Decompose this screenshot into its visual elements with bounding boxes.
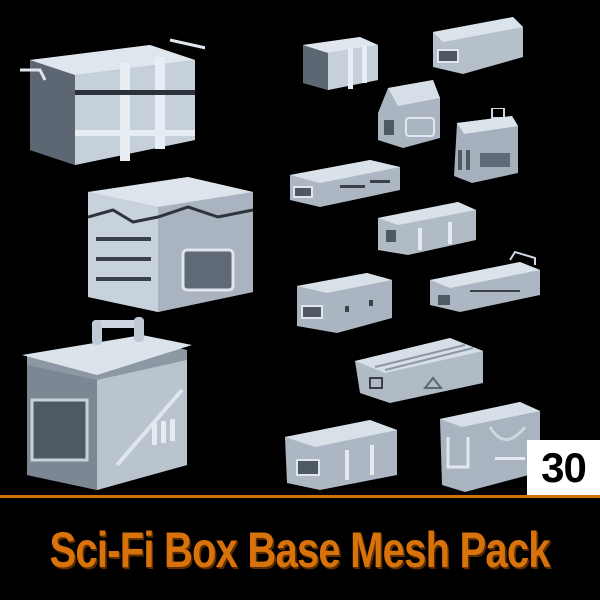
- long-ribbed-case: [378, 200, 478, 255]
- small-strapped-crate: [300, 25, 380, 90]
- sloped-lid-crate: [378, 78, 440, 148]
- count-badge-label: 30: [541, 443, 587, 491]
- title-banner: Sci-Fi Box Base Mesh Pack: [0, 505, 600, 595]
- ammo-can-crate: [22, 315, 192, 490]
- long-handled-case: [430, 250, 542, 312]
- count-badge: 30: [527, 440, 600, 495]
- long-vented-case: [290, 155, 400, 207]
- low-clamp-box: [285, 415, 397, 490]
- product-title: Sci-Fi Box Base Mesh Pack: [49, 522, 551, 578]
- product-render-area: [20, 12, 542, 492]
- orange-divider: [0, 495, 600, 498]
- large-strapped-crate: [20, 15, 205, 165]
- armored-cube-crate: [88, 162, 253, 312]
- riveted-handle-chest: [440, 397, 542, 492]
- open-lid-box: [297, 268, 392, 333]
- ribbed-lid-chest: [355, 333, 485, 403]
- flat-latched-case: [433, 12, 523, 74]
- handle-top-crate: [452, 108, 520, 183]
